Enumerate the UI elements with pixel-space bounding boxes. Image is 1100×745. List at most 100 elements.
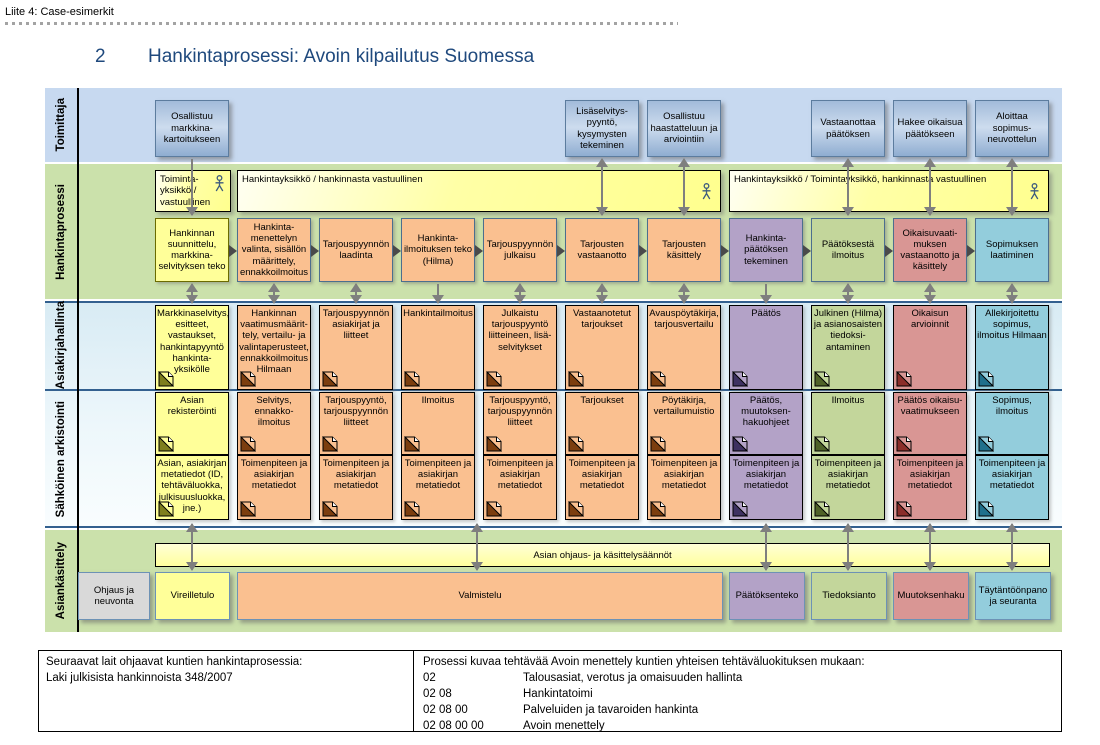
document-icon <box>240 501 256 517</box>
supplier-box-vastaanottaa-paatoksen: Vastaanottaa päätöksen <box>811 100 885 157</box>
document-icon <box>568 436 584 452</box>
footer-laws-line1: Seuraavat lait ohjaavat kuntien hankinta… <box>46 656 303 668</box>
document-icon <box>896 436 912 452</box>
flow-arrow-vertical <box>678 283 690 304</box>
flow-arrow-vertical <box>596 158 608 216</box>
process-step-10: Oikaisuvaati-muksen vastaanotto ja käsit… <box>893 218 967 282</box>
archive-box-3: Tarjouspyyntö, tarjouspyynnön liitteet <box>319 392 393 455</box>
document-icon <box>486 436 502 452</box>
metadata-box-1: Asian, asiakirjan metatiedot (ID, tehtäv… <box>155 455 229 520</box>
metadata-box-9: Toimenpiteen ja asiakirjan metatiedot <box>811 455 885 520</box>
flow-arrow-right <box>311 245 319 257</box>
page-title: Hankintaprosessi: Avoin kilpailutus Suom… <box>148 46 535 67</box>
lane-label-arkistointi: Sähköinen arkistointi <box>54 400 67 518</box>
archive-box-8: Päätös, muutoksen-hakuohjeet <box>729 392 803 455</box>
document-box-7: Avauspöytäkirja, tarjousvertailu <box>647 305 721 390</box>
document-icon <box>568 501 584 517</box>
lane-label-separator <box>77 88 79 632</box>
document-box-1: Markkinaselvitys, esitteet, vastaukset, … <box>155 305 229 390</box>
supplier-box-sopimusneuvottelu: Aloittaa sopimus-neuvottelun <box>975 100 1049 157</box>
process-step-11: Sopimuksen laatiminen <box>975 218 1049 282</box>
document-icon <box>814 501 830 517</box>
case-box-muutoksenhaku: Muutoksenhaku <box>893 572 969 620</box>
archive-box-7: Pöytäkirja, vertailumuistio <box>647 392 721 455</box>
document-icon <box>322 371 338 387</box>
flow-arrow-right <box>885 245 893 257</box>
document-icon <box>814 436 830 452</box>
document-icon <box>486 501 502 517</box>
metadata-box-8: Toimenpiteen ja asiakirjan metatiedot <box>729 455 803 520</box>
document-icon <box>650 501 666 517</box>
process-step-5: Tarjouspyynnön julkaisu <box>483 218 557 282</box>
flow-arrow-vertical <box>596 283 608 304</box>
lane-label-asiankasittely: Asiankäsittely <box>54 542 67 620</box>
document-icon <box>650 436 666 452</box>
flow-arrow-vertical <box>924 523 936 571</box>
flow-arrow-vertical <box>1006 158 1018 216</box>
document-icon <box>158 436 174 452</box>
metadata-box-5: Toimenpiteen ja asiakirjan metatiedot <box>483 455 557 520</box>
flow-arrow-right <box>557 245 565 257</box>
lane-label-toimittaja: Toimittaja <box>54 98 67 152</box>
document-box-8: Päätös <box>729 305 803 390</box>
flow-arrow-vertical <box>760 523 772 571</box>
footer-table: Seuraavat lait ohjaavat kuntien hankinta… <box>38 650 1062 732</box>
footer-laws-cell: Seuraavat lait ohjaavat kuntien hankinta… <box>39 651 413 731</box>
dotted-divider <box>5 22 678 25</box>
document-icon <box>650 371 666 387</box>
document-icon <box>978 371 994 387</box>
case-box-vireilletulo: Vireilletulo <box>155 572 230 620</box>
person-icon <box>702 183 711 200</box>
document-box-6: Vastaanotetut tarjoukset <box>565 305 639 390</box>
lane-label-hankintaprosessi: Hankintaprosessi <box>54 183 67 280</box>
document-icon <box>240 371 256 387</box>
document-icon <box>322 501 338 517</box>
metadata-box-7: Toimenpiteen ja asiakirjan metatiedot <box>647 455 721 520</box>
document-icon <box>486 371 502 387</box>
case-box-paatoksenteko: Päätöksenteko <box>729 572 805 620</box>
process-step-7: Tarjousten käsittely <box>647 218 721 282</box>
document-icon <box>896 371 912 387</box>
archive-box-1: Asian rekisteröinti <box>155 392 229 455</box>
role-bar-toimintayksikko: Toiminta-yksikkö / vastuullinen <box>155 170 231 212</box>
document-icon <box>814 371 830 387</box>
flow-arrow-vertical <box>471 523 483 571</box>
flow-arrow-vertical <box>268 283 280 304</box>
flow-arrow-vertical <box>842 283 854 304</box>
flow-arrow-right <box>639 245 647 257</box>
flow-arrow-right <box>721 245 729 257</box>
metadata-box-10: Toimenpiteen ja asiakirjan metatiedot <box>893 455 967 520</box>
case-box-tiedoksianto: Tiedoksianto <box>811 572 887 620</box>
metadata-box-11: Toimenpiteen ja asiakirjan metatiedot <box>975 455 1049 520</box>
flow-arrow-vertical <box>924 158 936 216</box>
breadcrumb: Liite 4: Case-esimerkit <box>5 6 114 18</box>
document-box-3: Tarjouspyynnön asiakirjat ja liitteet <box>319 305 393 390</box>
flow-arrow-vertical <box>1006 283 1018 304</box>
flow-arrow-right <box>393 245 401 257</box>
flow-arrow-vertical <box>842 523 854 571</box>
flow-arrow-vertical <box>678 158 690 216</box>
role-bar-hankinta-toimintayksikko: Hankintayksikkö / Toimintayksikkö, hanki… <box>729 170 1049 212</box>
process-step-9: Päätöksestä ilmoitus <box>811 218 885 282</box>
archive-box-5: Tarjouspyyntö, tarjouspyynnön liitteet <box>483 392 557 455</box>
archive-box-2: Selvitys, ennakko-ilmoitus <box>237 392 311 455</box>
flow-arrow-vertical <box>514 283 526 304</box>
process-step-1: Hankinnan suunnittelu, markkina-selvityk… <box>155 218 229 282</box>
flow-arrow-right <box>229 245 237 257</box>
metadata-box-3: Toimenpiteen ja asiakirjan metatiedot <box>319 455 393 520</box>
rules-bar: Asian ohjaus- ja käsittelysäännöt <box>155 543 1050 567</box>
lane-divider-line <box>45 389 1062 391</box>
case-box-ohjaus: Ohjaus ja neuvonta <box>78 572 150 620</box>
footer-classification-cell: Prosessi kuvaa tehtävää Avoin menettely … <box>413 651 1061 732</box>
document-box-5: Julkaistu tarjouspyyntö liitteineen, lis… <box>483 305 557 390</box>
case-box-taytantoonpano: Täytäntöönpano ja seuranta <box>975 572 1051 620</box>
metadata-box-4: Toimenpiteen ja asiakirjan metatiedot <box>401 455 475 520</box>
footer-laws-line2: Laki julkisista hankinnoista 348/2007 <box>46 672 233 685</box>
document-icon <box>896 501 912 517</box>
flow-arrow-vertical <box>186 523 198 571</box>
process-step-2: Hankinta-menettelyn valinta, sisällön mä… <box>237 218 311 282</box>
document-icon <box>732 371 748 387</box>
flow-arrow-vertical <box>842 158 854 216</box>
